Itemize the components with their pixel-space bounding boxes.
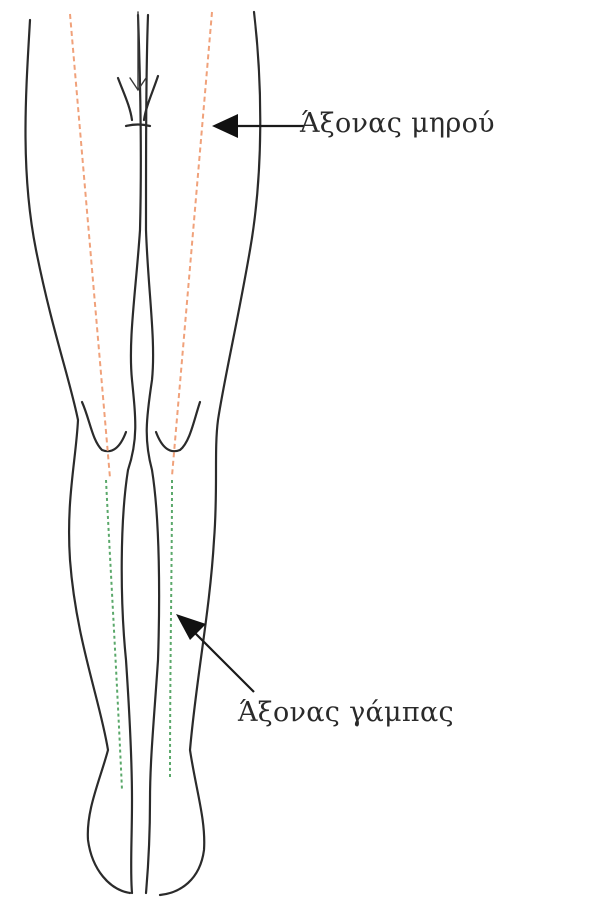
right-leg-inner-contour [146, 15, 159, 893]
right-tibia-axis-line [170, 480, 172, 780]
right-femur-axis-line [172, 12, 212, 476]
right-leg-outer-contour [160, 12, 260, 895]
left-leg-inner-contour [122, 15, 141, 893]
right-knee-outline [156, 402, 200, 451]
left-knee-outline [82, 402, 126, 451]
left-leg-outer-contour [26, 20, 131, 893]
tibia-axis-label: Άξονας γάμπας [238, 697, 454, 728]
femur-axis-label: Άξονας μηρού [300, 108, 495, 139]
femur-pointer-arrowhead [212, 114, 238, 138]
left-tibia-axis-line [106, 480, 122, 790]
tibia-pointer-arrowhead [176, 614, 206, 640]
